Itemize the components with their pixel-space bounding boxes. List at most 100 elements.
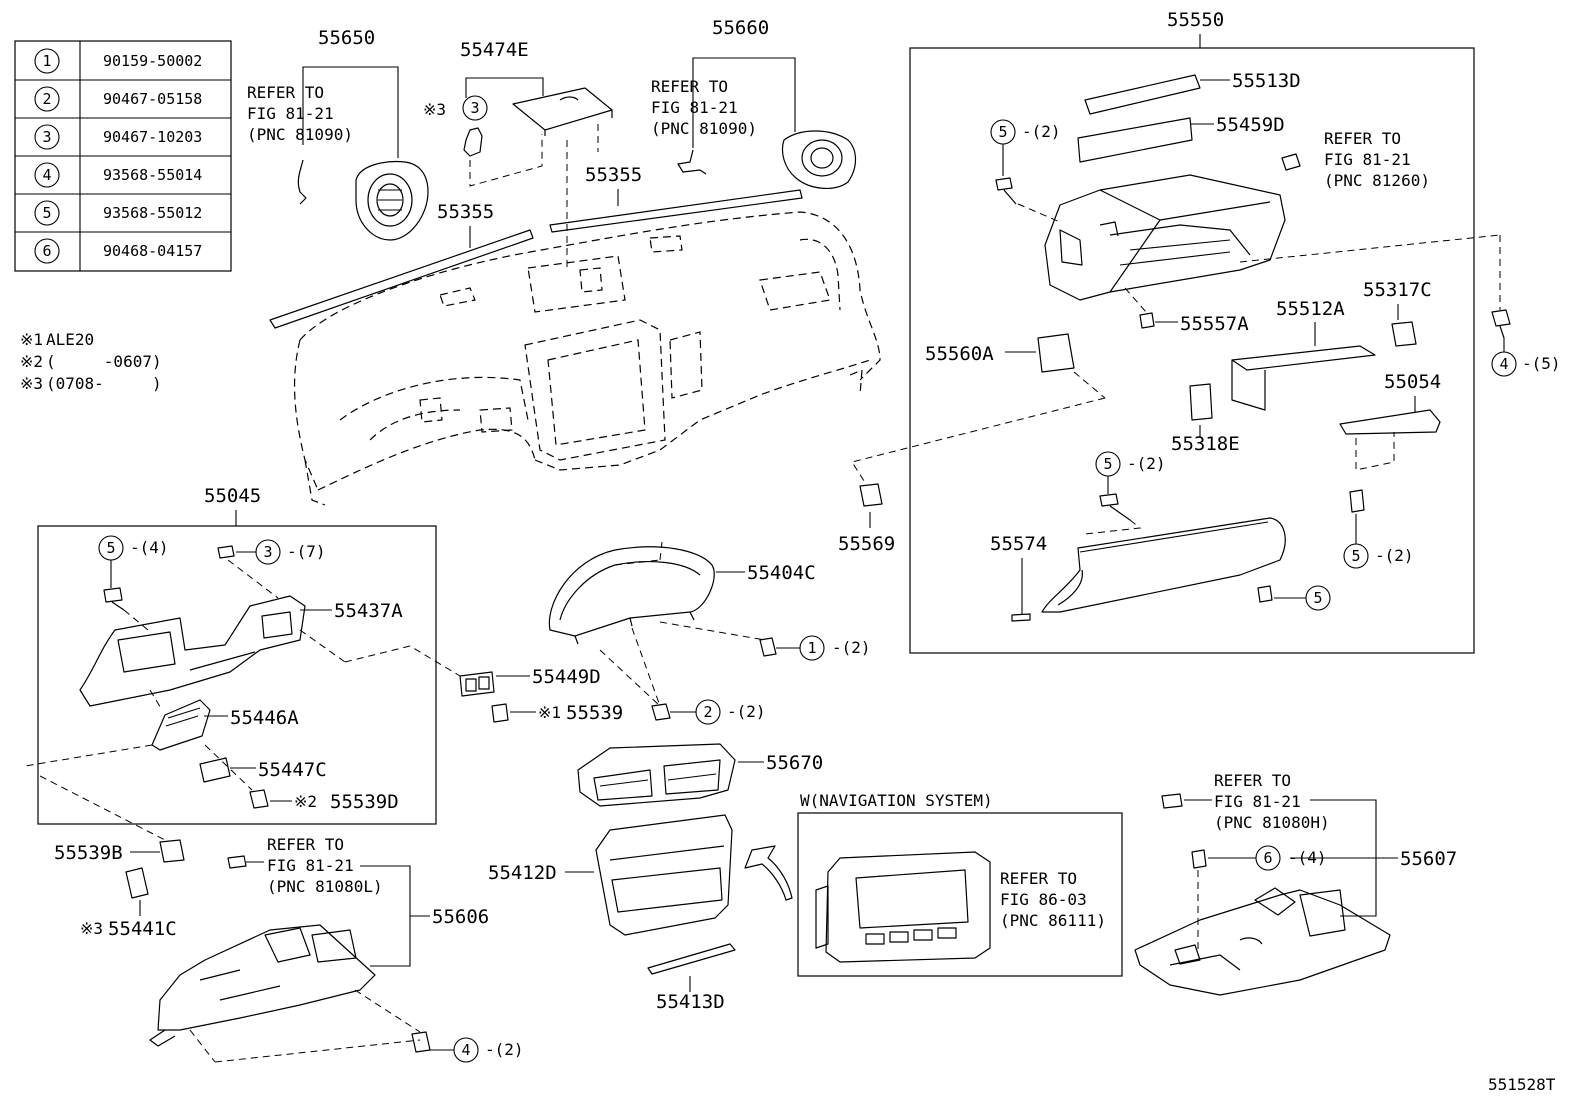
svg-text:5: 5 bbox=[42, 204, 51, 222]
clip-icon bbox=[1191, 849, 1207, 869]
figure-code: 551528T bbox=[1488, 1075, 1556, 1094]
refer-note: (PNC 86111) bbox=[1000, 911, 1106, 930]
cluster-hood-icon bbox=[548, 546, 715, 637]
refer-note: REFER TO bbox=[1324, 129, 1401, 148]
center-vent-icon bbox=[577, 743, 736, 807]
lower-left-group: 55539B ※3 55441C REFER TO FIG 81-21 (PNC… bbox=[54, 835, 524, 1063]
clip-icon bbox=[491, 703, 509, 723]
refer-note: REFER TO bbox=[267, 835, 344, 854]
lower-right-group: REFER TO FIG 81-21 (PNC 81080H) 55607 6 … bbox=[1134, 771, 1457, 996]
cluster-hood-group: 55404C 1 -(2) 2 -(2) bbox=[548, 541, 871, 725]
part-number-55355: 55355 bbox=[437, 201, 494, 223]
bolt-row: 4 93568-55014 bbox=[34, 162, 202, 188]
svg-text:93568-55014: 93568-55014 bbox=[103, 166, 202, 184]
mark-2: ※2 bbox=[294, 792, 317, 811]
part-number-55557A: 55557A bbox=[1180, 313, 1249, 335]
storage-tray-icon bbox=[1231, 345, 1376, 411]
lower-cover-icon bbox=[149, 924, 376, 1047]
part-number-55569: 55569 bbox=[838, 533, 895, 555]
nav-box-title: W(NAVIGATION SYSTEM) bbox=[800, 791, 993, 810]
screw-icon bbox=[103, 587, 125, 611]
mark-3: ※3 bbox=[423, 100, 446, 119]
clip-icon bbox=[249, 789, 269, 809]
switch-55449D: 55449D bbox=[459, 666, 601, 697]
svg-text:-(2): -(2) bbox=[1127, 454, 1166, 473]
side-register-vent-icon bbox=[781, 130, 857, 189]
latch-icon bbox=[1189, 383, 1213, 421]
svg-text:6: 6 bbox=[42, 242, 51, 260]
legend-text: (0708- ) bbox=[46, 374, 162, 393]
refer-note: (PNC 81080L) bbox=[267, 877, 383, 896]
svg-text:4: 4 bbox=[1499, 355, 1508, 373]
bolt-table: 1 90159-50002 2 90467-05158 3 90467-1020… bbox=[14, 40, 232, 272]
svg-text:5: 5 bbox=[1313, 589, 1322, 607]
clip-icon bbox=[217, 545, 235, 559]
stopper-icon bbox=[859, 483, 883, 507]
svg-text:5: 5 bbox=[1103, 455, 1112, 473]
legend-mark: ※3 bbox=[20, 374, 43, 393]
part-number-55539D: 55539D bbox=[330, 791, 399, 813]
refer-note: REFER TO bbox=[1000, 869, 1077, 888]
svg-text:2: 2 bbox=[703, 703, 712, 721]
refer-note: FIG 81-21 bbox=[651, 98, 738, 117]
nav-box-frame bbox=[797, 812, 1123, 977]
legend-mark: ※2 bbox=[20, 352, 43, 371]
svg-text:1: 1 bbox=[807, 639, 816, 657]
svg-text:-(4): -(4) bbox=[130, 538, 169, 557]
svg-text:-(2): -(2) bbox=[727, 702, 766, 721]
part-number-55670: 55670 bbox=[766, 752, 823, 774]
svg-text:93568-55012: 93568-55012 bbox=[103, 204, 202, 222]
refer-note: REFER TO bbox=[1214, 771, 1291, 790]
center-bezel-icon bbox=[595, 814, 733, 936]
part-number-55606: 55606 bbox=[432, 906, 489, 928]
screw-icon bbox=[1257, 585, 1273, 603]
switch-bezel-icon bbox=[199, 757, 231, 783]
legend-notes: ※1 ALE20 ※2 ( -0607) ※3 (0708- ) bbox=[20, 330, 162, 393]
svg-text:6: 6 bbox=[1263, 849, 1272, 867]
screw-icon bbox=[1349, 489, 1365, 513]
part-number-55539B: 55539B bbox=[54, 842, 123, 864]
refer-note: (PNC 81090) bbox=[247, 125, 353, 144]
part-number-55045: 55045 bbox=[204, 485, 261, 507]
lamp-icon bbox=[227, 855, 247, 869]
legend-text: ALE20 bbox=[46, 330, 94, 349]
part-number-55539: 55539 bbox=[566, 702, 623, 724]
bolt-row: 3 90467-10203 bbox=[34, 124, 202, 150]
bolt-row: 6 90468-04157 bbox=[34, 238, 202, 264]
part-number-55412D: 55412D bbox=[488, 862, 557, 884]
rod-icon bbox=[1339, 409, 1441, 435]
refer-note: FIG 81-21 bbox=[247, 104, 334, 123]
bolt-callout-4-outer: 4 -(5) bbox=[1491, 309, 1561, 377]
left-side-vent-group: 55650 REFER TO FIG 81-21 (PNC 81090) bbox=[247, 27, 429, 241]
bolt-row: 1 90159-50002 bbox=[34, 48, 202, 74]
lamp-icon bbox=[1281, 153, 1301, 171]
screw-icon bbox=[411, 1031, 431, 1053]
svg-text:-(7): -(7) bbox=[287, 542, 326, 561]
svg-text:4: 4 bbox=[42, 166, 51, 184]
clip-icon bbox=[463, 127, 483, 157]
lower-panel-icon bbox=[79, 595, 306, 707]
clip-icon bbox=[1391, 321, 1417, 347]
svg-text:2: 2 bbox=[42, 90, 51, 108]
svg-text:5: 5 bbox=[106, 539, 115, 557]
svg-text:90468-04157: 90468-04157 bbox=[103, 242, 202, 260]
wire-harness-icon bbox=[297, 159, 307, 205]
trim-strip-icon bbox=[1084, 74, 1201, 115]
refer-note: (PNC 81260) bbox=[1324, 171, 1430, 190]
refer-note: FIG 81-21 bbox=[267, 856, 354, 875]
part-number-55660: 55660 bbox=[712, 17, 769, 39]
refer-note: REFER TO bbox=[247, 83, 324, 102]
refer-note: (PNC 81090) bbox=[651, 119, 757, 138]
screw-icon bbox=[995, 177, 1017, 205]
pin-icon bbox=[1011, 613, 1031, 622]
svg-text:5: 5 bbox=[1351, 547, 1360, 565]
refer-note: FIG 86-03 bbox=[1000, 890, 1087, 909]
svg-text:-(2): -(2) bbox=[1375, 546, 1414, 565]
lower-cover-icon bbox=[1134, 887, 1391, 996]
part-number-55574: 55574 bbox=[990, 533, 1047, 555]
svg-text:90159-50002: 90159-50002 bbox=[103, 52, 202, 70]
screw-icon bbox=[759, 637, 777, 657]
svg-text:90467-05158: 90467-05158 bbox=[103, 90, 202, 108]
part-number-55355: 55355 bbox=[585, 164, 642, 186]
